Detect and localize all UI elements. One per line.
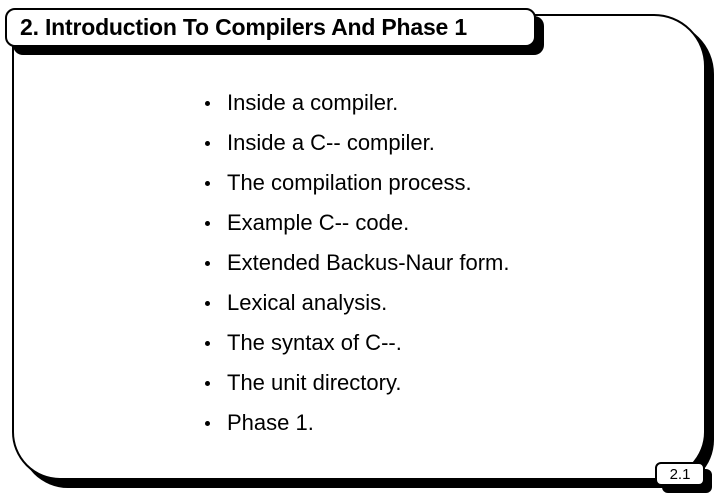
bullet-icon	[205, 140, 210, 146]
page-number-badge: 2.1	[655, 462, 705, 486]
bullet-text: Example C-- code.	[227, 210, 410, 235]
list-item: The syntax of C--.	[205, 323, 509, 363]
bullet-text: Inside a C-- compiler.	[227, 130, 435, 155]
list-item: The unit directory.	[205, 363, 509, 403]
bullet-text: Inside a compiler.	[227, 90, 399, 115]
list-item: Inside a compiler.	[205, 83, 509, 123]
bullet-icon	[205, 260, 210, 266]
bullet-text: Lexical analysis.	[227, 290, 388, 315]
bullet-icon	[205, 180, 210, 186]
bullet-text: The compilation process.	[227, 170, 472, 195]
bullet-icon	[205, 380, 210, 386]
list-item: Phase 1.	[205, 403, 509, 443]
list-item: Example C-- code.	[205, 203, 509, 243]
page-number: 2.1	[669, 465, 691, 483]
slide-title: 2. Introduction To Compilers And Phase 1	[20, 14, 467, 40]
bullet-list: Inside a compiler. Inside a C-- compiler…	[205, 83, 509, 443]
bullet-text: Extended Backus-Naur form.	[227, 250, 510, 275]
slide-title-banner: 2. Introduction To Compilers And Phase 1	[5, 8, 536, 47]
list-item: Inside a C-- compiler.	[205, 123, 509, 163]
bullet-icon	[205, 220, 210, 226]
list-item: Lexical analysis.	[205, 283, 509, 323]
bullet-icon	[205, 300, 210, 306]
bullet-text: The syntax of C--.	[227, 330, 402, 355]
bullet-icon	[205, 100, 210, 106]
bullet-icon	[205, 340, 210, 346]
slide-body-frame	[12, 14, 706, 480]
bullet-text: Phase 1.	[227, 410, 314, 435]
list-item: Extended Backus-Naur form.	[205, 243, 509, 283]
bullet-text: The unit directory.	[227, 370, 402, 395]
list-item: The compilation process.	[205, 163, 509, 203]
bullet-icon	[205, 420, 210, 426]
